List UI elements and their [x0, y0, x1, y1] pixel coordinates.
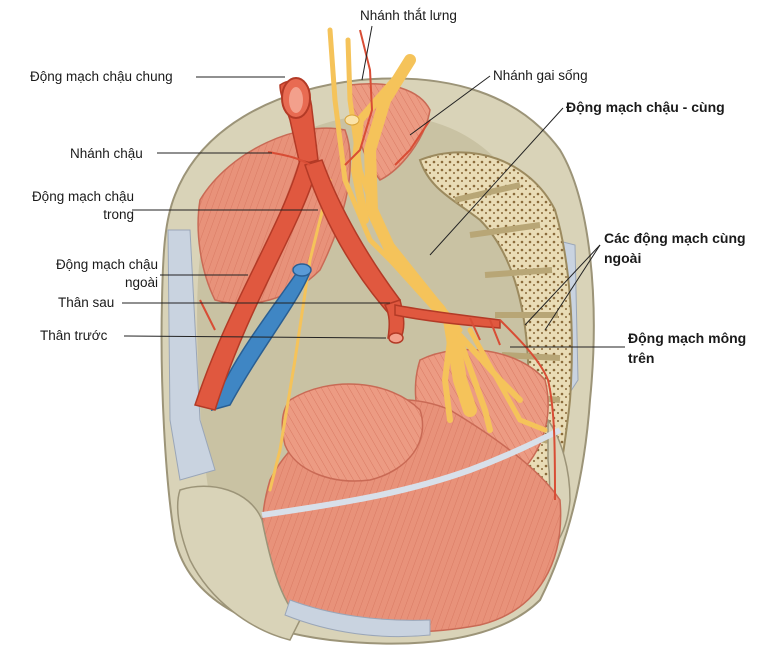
label-lumbar-branch: Nhánh thắt lưng — [360, 8, 457, 23]
leader-lines — [122, 25, 625, 348]
ligament-left — [167, 229, 216, 481]
label-internal-iliac-artery-line2: trong — [103, 207, 134, 222]
label-common-iliac-artery: Động mạch chậu chung — [30, 69, 173, 84]
label-internal-iliac-artery-line1: Động mạch chậu — [31, 189, 134, 204]
label-iliolumbar-artery: Động mạch chậu - cùng — [566, 99, 725, 115]
label-lateral-sacral-arteries-line2: ngoài — [604, 250, 642, 266]
arteries — [194, 80, 501, 411]
obturator-muscle — [281, 383, 424, 482]
nerve-cut-end — [344, 114, 360, 126]
posterior-trunk — [394, 304, 501, 329]
vein-cut-end — [292, 263, 312, 277]
label-external-iliac-artery-line2: ngoài — [124, 275, 158, 290]
small-arterial-branches — [199, 29, 556, 501]
label-anterior-trunk: Thân trước — [40, 328, 108, 343]
label-spinal-branch: Nhánh gai sống — [493, 68, 588, 83]
common-iliac-lumen — [289, 87, 303, 113]
sacral-segment-lines — [454, 182, 561, 445]
lumbosacral-nerves — [268, 27, 548, 492]
label-superior-gluteal-artery-line2: trên — [628, 350, 655, 366]
label-iliac-branch: Nhánh chậu — [70, 146, 143, 161]
label-external-iliac-artery-line1: Động mạch chậu — [55, 257, 158, 272]
label-superior-gluteal-artery-line1: Động mạch mông — [628, 330, 747, 346]
tendinous-arch — [261, 427, 562, 518]
anterior-trunk-cut — [388, 332, 404, 344]
label-lateral-sacral-arteries-line1: Các động mạch cùng — [604, 230, 746, 246]
symphysis — [284, 599, 431, 638]
external-iliac-artery — [194, 159, 319, 411]
label-posterior-trunk: Thân sau — [58, 295, 115, 310]
